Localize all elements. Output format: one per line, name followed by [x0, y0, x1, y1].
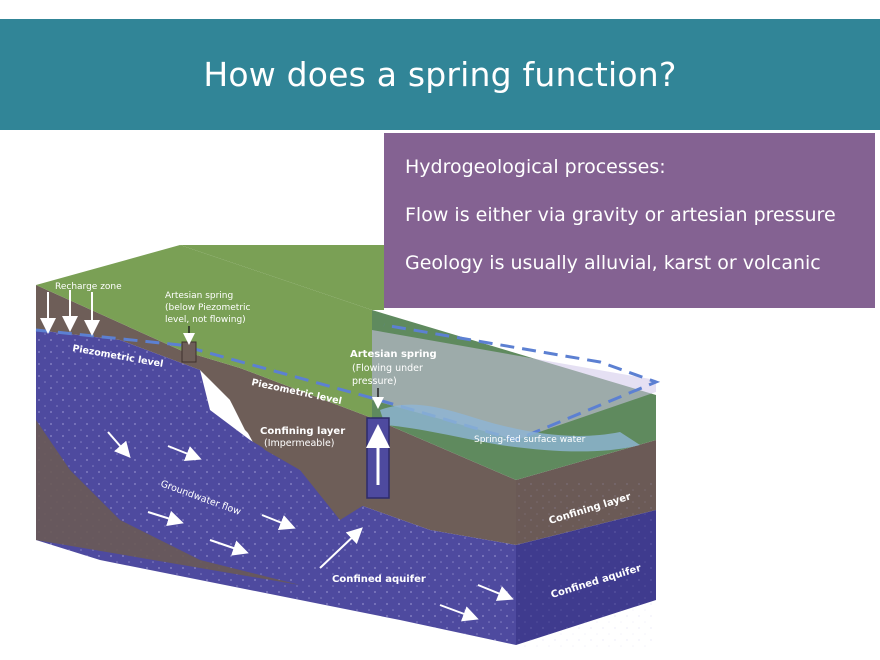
side-aquifer-dots: [516, 480, 656, 650]
label-artesian-spring-flowing-title: Artesian spring: [350, 349, 437, 360]
top-surface-far: [180, 245, 384, 310]
top-surface-left: [36, 245, 372, 418]
info-line-flow: Flow is either via gravity or artesian p…: [405, 204, 836, 226]
slide-title: How does a spring function?: [203, 55, 677, 94]
spring-fed-water: [380, 404, 640, 452]
label-artesian-spring-flowing-desc: (Flowing under pressure): [352, 363, 426, 387]
inner-confining-block: [230, 400, 372, 520]
label-confining-layer-inner-title: Confining layer: [260, 426, 345, 437]
label-confining-layer-inner-desc: (Impermeable): [264, 438, 335, 449]
info-box: Hydrogeological processes: Flow is eithe…: [384, 133, 875, 308]
title-bar: How does a spring function?: [0, 19, 880, 130]
label-recharge-zone: Recharge zone: [55, 282, 122, 292]
info-line-geology: Geology is usually alluvial, karst or vo…: [405, 252, 821, 274]
well-not-flowing: [181, 341, 197, 363]
groundwater-flow-arrows: [107, 431, 514, 622]
recharge-arrows: [40, 290, 100, 336]
label-spring-fed-surface-water: Spring-fed surface water: [474, 435, 586, 445]
info-line-processes: Hydrogeological processes:: [405, 156, 666, 178]
lower-bedrock: [36, 420, 300, 585]
aquifer-dots: [36, 330, 516, 645]
label-artesian-spring-not-flowing: Artesian spring (below Piezometric level…: [165, 291, 253, 325]
label-confined-aquifer-front: Confined aquifer: [332, 574, 426, 585]
